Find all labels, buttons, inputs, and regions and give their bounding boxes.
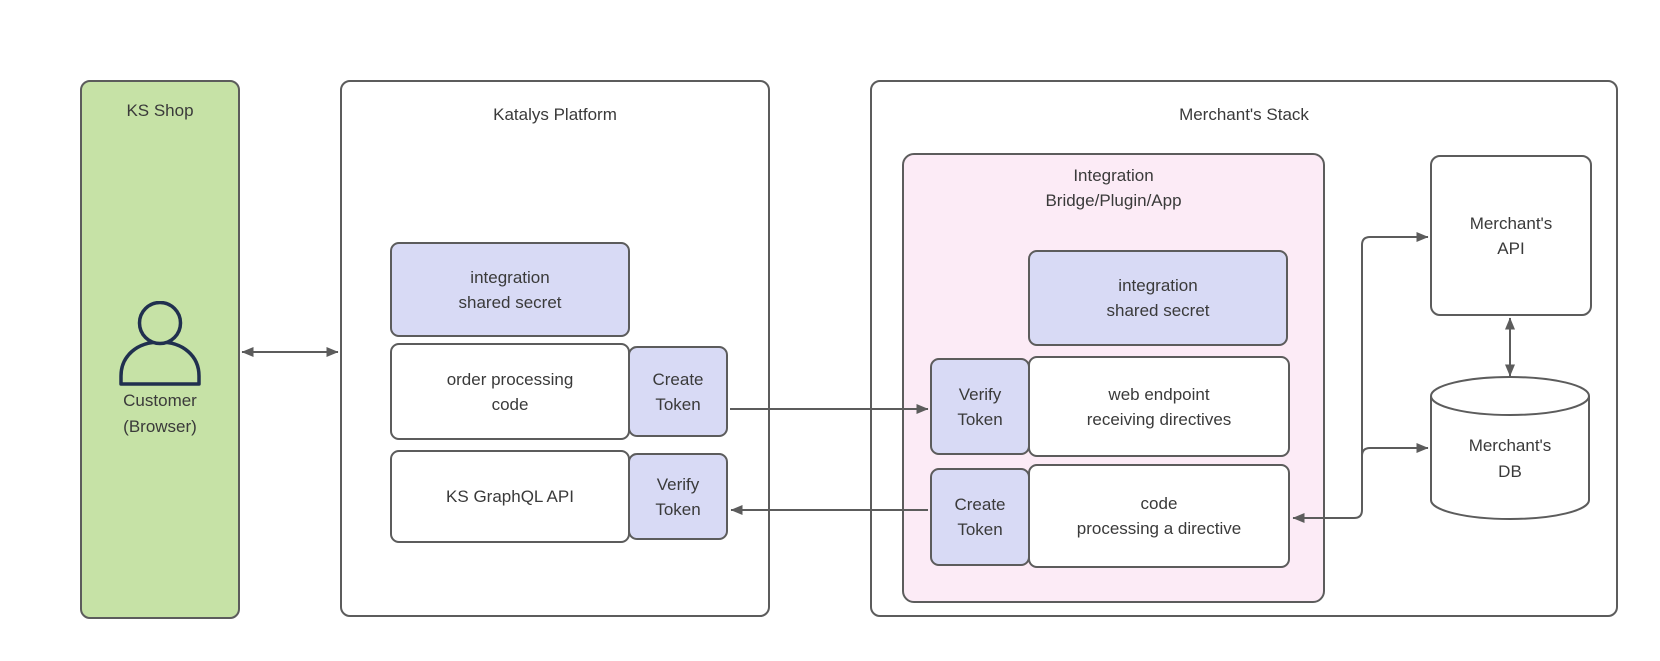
integration-bridge-title: Integration Bridge/Plugin/App [1045,166,1182,210]
merchants-db-label: Merchant's DB [1468,436,1552,481]
katalys-platform-title: Katalys Platform [493,105,617,124]
ks-shop-title: KS Shop [126,101,194,120]
katalys-verify-token-label: Verify Token [655,474,701,519]
ks-shop-box: KS Shop Customer (Browser) [80,80,240,619]
order-processing-code-box: order processing code [390,343,630,440]
katalys-verify-token-box: Verify Token [628,453,728,540]
bridge-create-token-label: Create Token [954,495,1006,539]
merchants-api-box: Merchant's API [1430,155,1592,316]
person-icon [119,301,201,386]
database-cylinder-icon [1430,376,1590,520]
web-endpoint-label: web endpoint receiving directives [1086,384,1232,429]
ks-graphql-api-box: KS GraphQL API [390,450,630,543]
katalys-shared-secret-box: integration shared secret [390,242,630,337]
bridge-verify-token-label: Verify Token [957,384,1003,429]
katalys-shared-secret-label: integration shared secret [458,267,562,312]
merchants-stack-title: Merchant's Stack [1179,105,1309,124]
ks-graphql-api-label: KS GraphQL API [446,487,574,506]
code-processing-directive-box: code processing a directive [1028,464,1290,568]
code-processing-directive-label: code processing a directive [1076,494,1242,538]
web-endpoint-box: web endpoint receiving directives [1028,356,1290,457]
bridge-create-token-box: Create Token [930,468,1030,566]
merchants-api-label: Merchant's API [1469,213,1553,258]
order-processing-code-label: order processing code [446,369,574,414]
katalys-create-token-box: Create Token [628,346,728,437]
customer-browser-label: Customer (Browser) [123,391,197,436]
bridge-shared-secret-box: integration shared secret [1028,250,1288,346]
bridge-shared-secret-label: integration shared secret [1106,276,1210,320]
merchants-db-cylinder: Merchant's DB [1430,376,1590,520]
katalys-create-token-label: Create Token [652,369,704,414]
bridge-verify-token-box: Verify Token [930,358,1030,455]
